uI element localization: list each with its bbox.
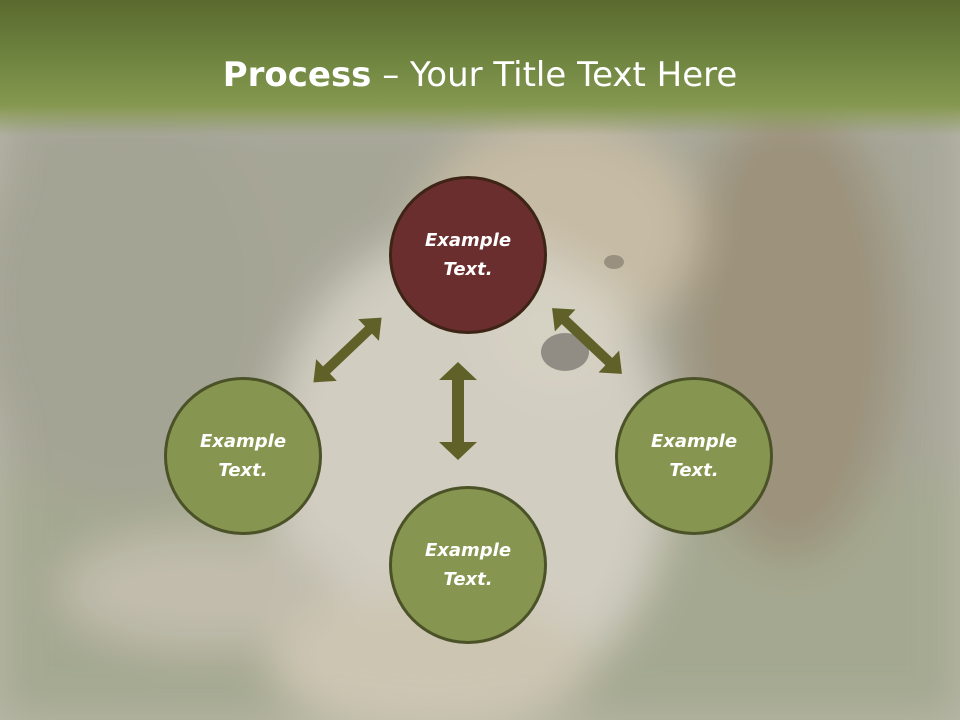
title-rest: – Your Title Text Here <box>371 55 738 95</box>
node-top: Example Text. <box>389 176 547 334</box>
title-bold: Process <box>222 55 372 95</box>
slide-title: Process – Your Title Text Here <box>0 52 960 98</box>
node-top-label: Example Text. <box>424 230 512 280</box>
node-right: Example Text. <box>615 377 773 535</box>
node-left-label: Example Text. <box>199 431 287 481</box>
double-headed-arrow-icon <box>313 317 382 383</box>
double-headed-arrow-icon <box>439 362 477 460</box>
node-bottom: Example Text. <box>389 486 547 644</box>
title-bar: Process – Your Title Text Here <box>0 0 960 135</box>
arrow-top-to-bottom <box>439 362 477 460</box>
node-bottom-label: Example Text. <box>424 540 512 590</box>
node-right-label: Example Text. <box>650 431 738 481</box>
node-left: Example Text. <box>164 377 322 535</box>
arrow-top-to-right <box>552 308 622 374</box>
arrow-left-to-top <box>313 317 382 383</box>
double-headed-arrow-icon <box>552 308 622 374</box>
